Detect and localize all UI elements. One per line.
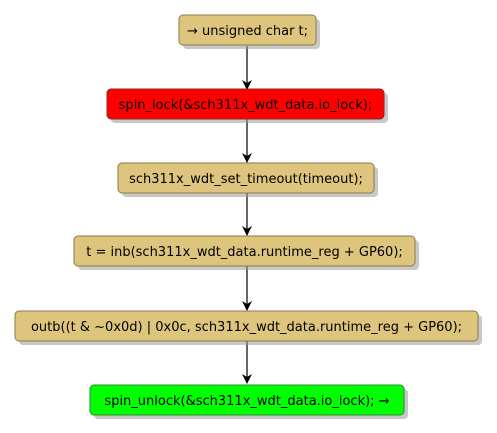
node-label: t = inb(sch311x_wdt_data.runtime_reg + G…: [86, 245, 403, 260]
node-label: outb((t & ~0x0d) | 0x0c, sch311x_wdt_dat…: [31, 320, 462, 335]
flow-node-spin-unlock: spin_unlock(&sch311x_wdt_data.io_lock); …: [89, 384, 408, 419]
node-label: → unsigned char t;: [187, 24, 308, 39]
node-box: [89, 384, 405, 416]
node-box: [73, 235, 416, 267]
flow-node-set-timeout: sch311x_wdt_set_timeout(timeout);: [117, 162, 378, 197]
node-box: [106, 88, 385, 120]
node-label: spin_unlock(&sch311x_wdt_data.io_lock); …: [104, 394, 389, 409]
node-box: [117, 162, 375, 194]
flow-node-spin-lock: spin_lock(&sch311x_wdt_data.io_lock);: [106, 88, 388, 123]
node-box: [14, 310, 479, 342]
flow-node-start: → unsigned char t;: [178, 14, 320, 49]
node-label: sch311x_wdt_set_timeout(timeout);: [129, 172, 363, 187]
node-label: spin_lock(&sch311x_wdt_data.io_lock);: [119, 98, 373, 113]
node-box: [178, 14, 317, 46]
flow-node-outb: outb((t & ~0x0d) | 0x0c, sch311x_wdt_dat…: [14, 310, 482, 345]
flow-node-inb: t = inb(sch311x_wdt_data.runtime_reg + G…: [73, 235, 419, 270]
